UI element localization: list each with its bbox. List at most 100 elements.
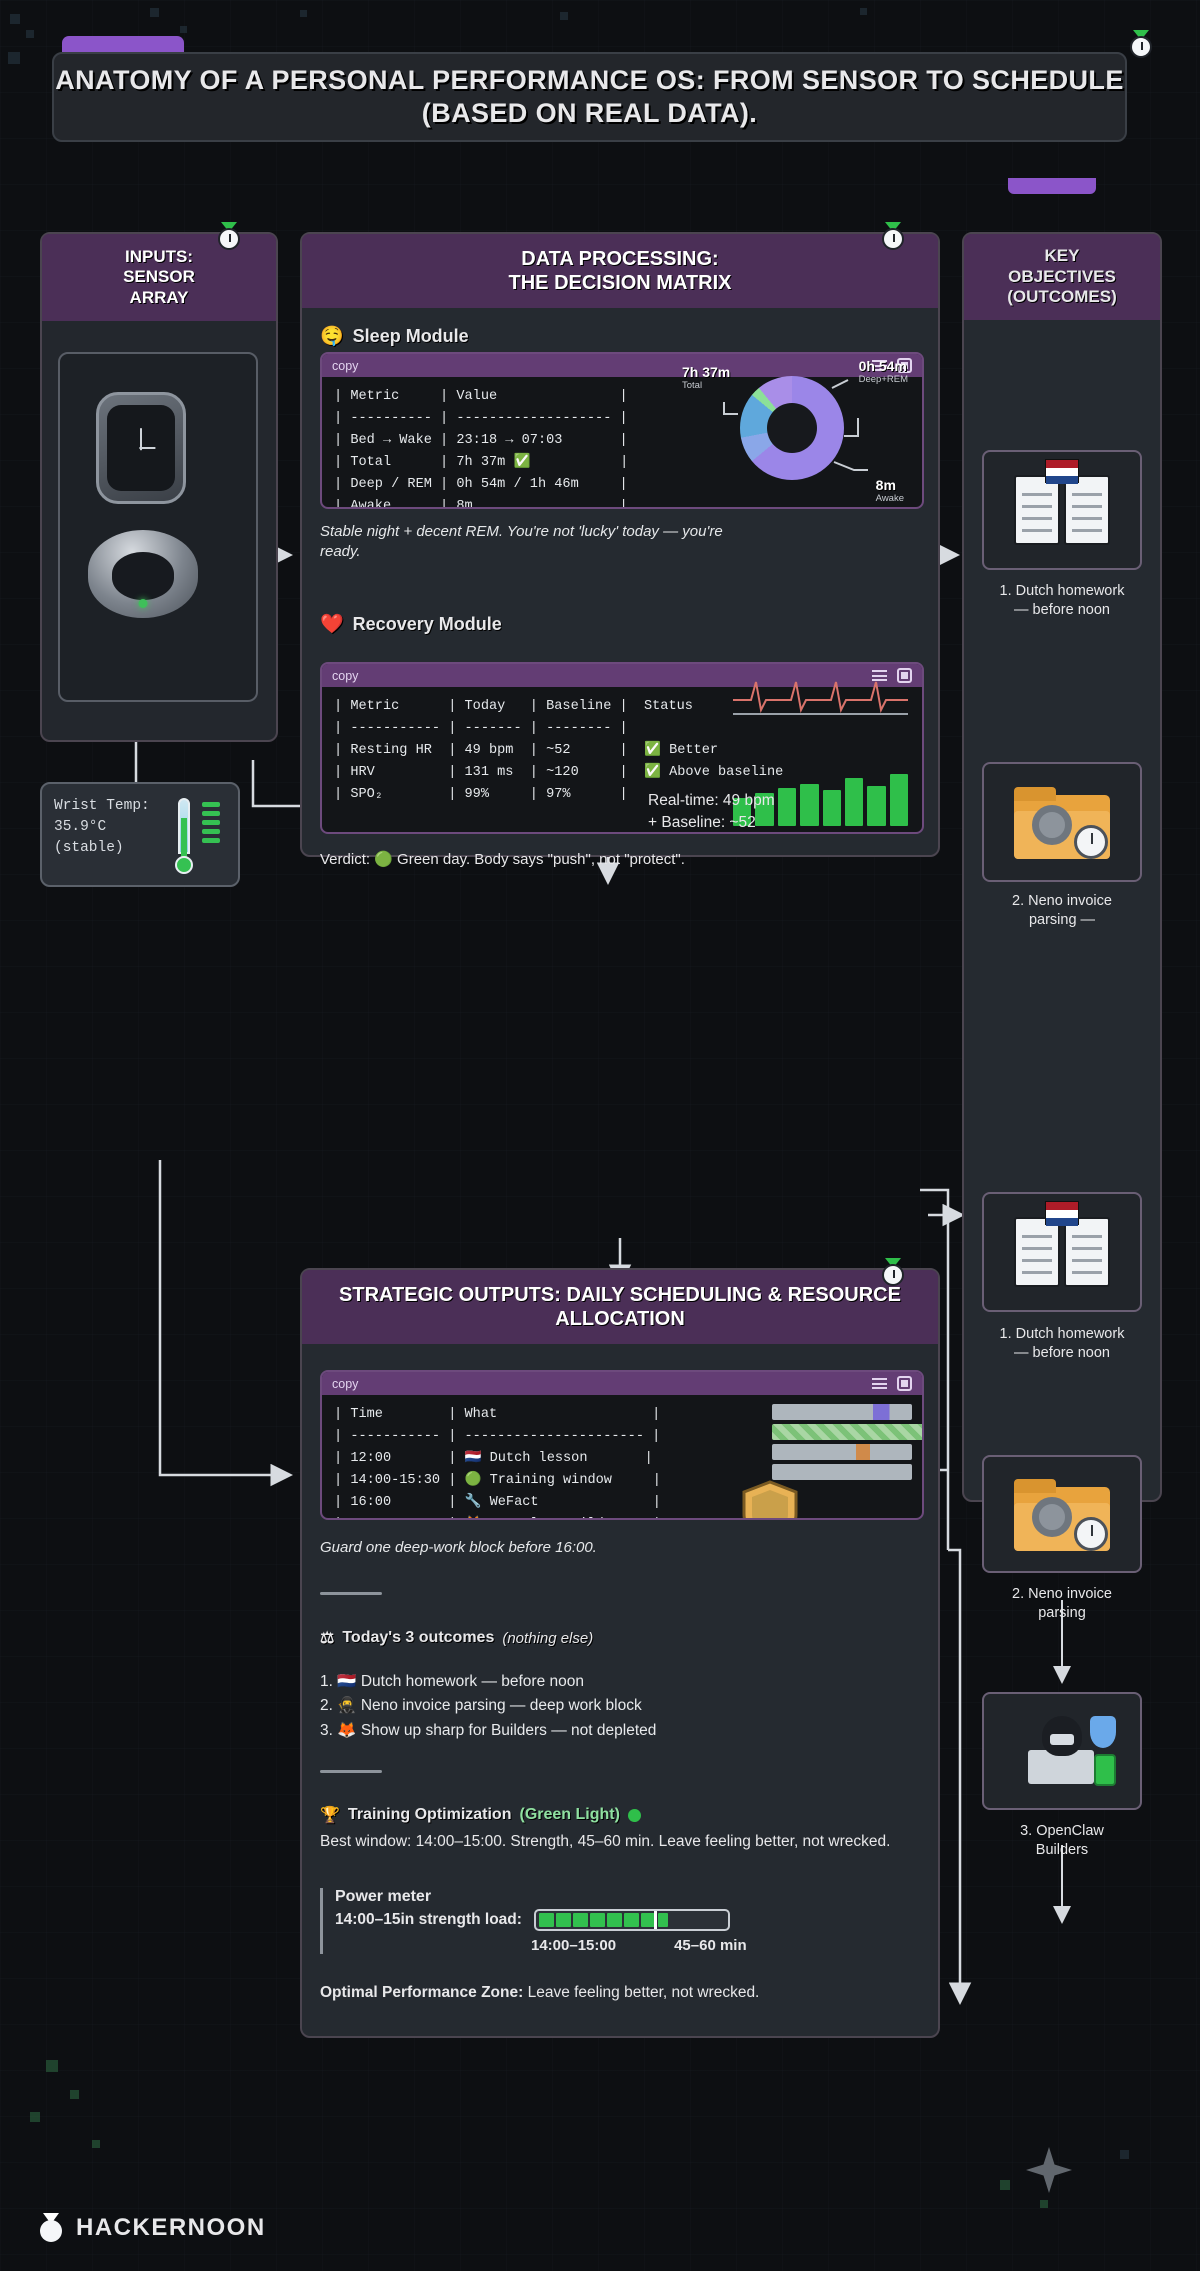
power-meter-sub: 14:00–15in strength load: — [335, 1911, 522, 1928]
recovery-module-title: ❤️ Recovery Module — [320, 612, 502, 636]
zone-label: Optimal Performance Zone: — [320, 1984, 524, 2001]
recovery-module-label: Recovery Module — [352, 613, 502, 634]
gear-icon — [1032, 805, 1072, 845]
objective-label-2: 2. Neno invoice parsing — — [1012, 893, 1112, 928]
schedule-code-block: copy | Time | What | | ----------- | ---… — [320, 1370, 924, 1520]
objective-card-2[interactable] — [982, 762, 1142, 882]
page-title-card: ANATOMY OF A PERSONAL PERFORMANCE OS: FR… — [52, 52, 1127, 142]
folder-gear-clock-icon — [1014, 1477, 1110, 1551]
objective-label-4: 2. Neno invoice parsing — [1012, 1586, 1112, 1621]
copy-label[interactable]: copy — [332, 1376, 359, 1391]
outcomes-list: 1. 🇳🇱 Dutch homework — before noon 2. 🥷 … — [320, 1670, 900, 1743]
wrist-temp-text: Wrist Temp: 35.9°C (stable) — [54, 798, 150, 857]
clock-badge-icon-so — [880, 1258, 906, 1288]
copy-label[interactable]: copy — [332, 668, 359, 683]
gear-icon — [1032, 1497, 1072, 1537]
recovery-verdict: Verdict: 🟢 Green day. Body says "push", … — [320, 851, 685, 868]
recovery-code-text: | Metric | Today | Baseline | Status | -… — [334, 699, 784, 803]
dutch-flag-icon — [1045, 459, 1079, 484]
wrist-temp-readout: Wrist Temp: 35.9°C (stable) — [40, 782, 240, 887]
outcomes-heading: ⚖ Today's 3 outcomes (nothing else) — [320, 1628, 593, 1648]
inputs-panel-heading: INPUTS: SENSOR ARRAY — [42, 234, 276, 322]
list-item: 3. 🦊 Show up sharp for Builders — not de… — [320, 1721, 657, 1739]
zone-note: Optimal Performance Zone: Leave feeling … — [320, 1982, 910, 2003]
copy-label[interactable]: copy — [332, 358, 359, 373]
guard-note: Guard one deep-work block before 16:00. — [320, 1539, 597, 1556]
donut-leader-lines — [723, 379, 868, 471]
data-processing-heading: DATA PROCESSING: THE DECISION MATRIX — [302, 234, 938, 308]
power-meter-gauge — [533, 1909, 730, 1931]
folder-gear-clock-icon — [1014, 785, 1110, 859]
ring-inner — [112, 551, 174, 600]
menu-lines-icon[interactable] — [872, 360, 887, 371]
battery-icon — [1094, 1754, 1116, 1786]
page-title: ANATOMY OF A PERSONAL PERFORMANCE OS: FR… — [55, 65, 1124, 128]
power-meter-title: Power meter — [335, 1888, 432, 1905]
scales-icon: ⚖ — [320, 1630, 335, 1647]
objective-card-5[interactable] — [982, 1692, 1142, 1810]
clock-icon — [1074, 1517, 1108, 1551]
thermometer-icon — [174, 798, 194, 874]
watch-hand-minute — [140, 428, 142, 451]
divider-2 — [320, 1770, 382, 1773]
gantt-row — [772, 1444, 912, 1460]
data-processing-panel: DATA PROCESSING: THE DECISION MATRIX 🤤 S… — [300, 232, 940, 868]
title-tab-decoration-2 — [1008, 178, 1096, 194]
recovery-code-toolbar[interactable]: copy — [322, 664, 922, 687]
realtime-hr-annotation: Real-time: 49 bpm + Baseline: ~52 — [648, 792, 775, 832]
sleep-donut-chart: 7h 37m Total 0h 54m Deep+REM 8m Awake — [682, 358, 910, 507]
footer-brand: HACKERNOON — [38, 2213, 266, 2243]
objective-card-1[interactable] — [982, 450, 1142, 570]
menu-lines-icon[interactable] — [872, 1378, 887, 1389]
clock-badge-icon-dp — [880, 222, 906, 252]
hooded-figure-icon — [1042, 1716, 1082, 1756]
recovery-code-block: copy | Metric | Today | Baseline | Statu… — [320, 662, 924, 834]
objective-card-3[interactable] — [982, 1192, 1142, 1312]
outcomes-subtitle: (nothing else) — [502, 1629, 594, 1647]
donut-awake-label: 8m Awake — [875, 477, 904, 504]
schedule-code-text: | Time | What | | ----------- | --------… — [334, 1407, 661, 1518]
outcomes-title: Today's 3 outcomes — [342, 1629, 495, 1646]
hacker-shield-battery-icon — [1014, 1714, 1116, 1788]
sleepy-face-icon: 🤤 — [320, 326, 344, 347]
smart-ring-icon — [88, 530, 198, 618]
divider — [320, 1592, 382, 1595]
dutch-flag-icon — [1045, 1201, 1079, 1226]
copy-icon[interactable] — [897, 668, 912, 683]
gantt-row — [772, 1424, 922, 1440]
objective-label-3: 1. Dutch homework — before noon — [999, 1326, 1125, 1361]
shield-icon — [1090, 1716, 1116, 1748]
copy-icon[interactable] — [897, 358, 912, 373]
list-item: 1. 🇳🇱 Dutch homework — before noon — [320, 1673, 584, 1690]
schedule-gantt-bars — [772, 1404, 922, 1484]
sleep-note: Stable night + decent REM. You're not 'l… — [320, 523, 723, 561]
sparkle-decoration — [1026, 2147, 1072, 2193]
sleep-code-text: | Metric | Value | | ---------- | ------… — [334, 389, 629, 509]
book-flag-icon — [1014, 459, 1110, 545]
trophy-icon: 🏆 — [320, 1807, 340, 1824]
key-objectives-heading: KEY OBJECTIVES (OUTCOMES) — [964, 234, 1160, 321]
strategic-outputs-panel: STRATEGIC OUTPUTS: DAILY SCHEDULING & RE… — [300, 1268, 940, 2038]
copy-icon[interactable] — [897, 1376, 912, 1391]
objective-label-1: 1. Dutch homework — before noon — [999, 583, 1125, 618]
gantt-row — [772, 1464, 912, 1480]
donut-ring — [740, 376, 844, 480]
signal-bars-icon — [202, 802, 220, 847]
shield-badge-icon — [742, 1480, 798, 1518]
brand-name: HACKERNOON — [76, 2214, 266, 2241]
donut-total-label: 7h 37m Total — [682, 364, 731, 391]
training-body: Best window: 14:00–15:00. Strength, 45–6… — [320, 1833, 891, 1850]
power-right-label: 45–60 min — [674, 1937, 747, 1954]
menu-lines-icon[interactable] — [872, 670, 887, 681]
schedule-code-toolbar[interactable]: copy — [322, 1372, 922, 1395]
donut-deeprem-label: 0h 54m Deep+REM — [858, 358, 908, 385]
sleep-code-toolbar[interactable]: copy — [322, 354, 922, 377]
training-title: Training Optimization — [347, 1806, 512, 1823]
list-item: 2. 🥷 Neno invoice parsing — deep work bl… — [320, 1697, 642, 1715]
green-light-label: (Green Light) — [519, 1806, 620, 1823]
ring-sensor-led — [138, 599, 148, 608]
watch-face — [107, 405, 175, 491]
power-meter-block: Power meter 14:00–15in strength load: 14… — [320, 1888, 920, 1954]
clock-badge-icon — [1128, 30, 1154, 60]
objective-card-4[interactable] — [982, 1455, 1142, 1573]
